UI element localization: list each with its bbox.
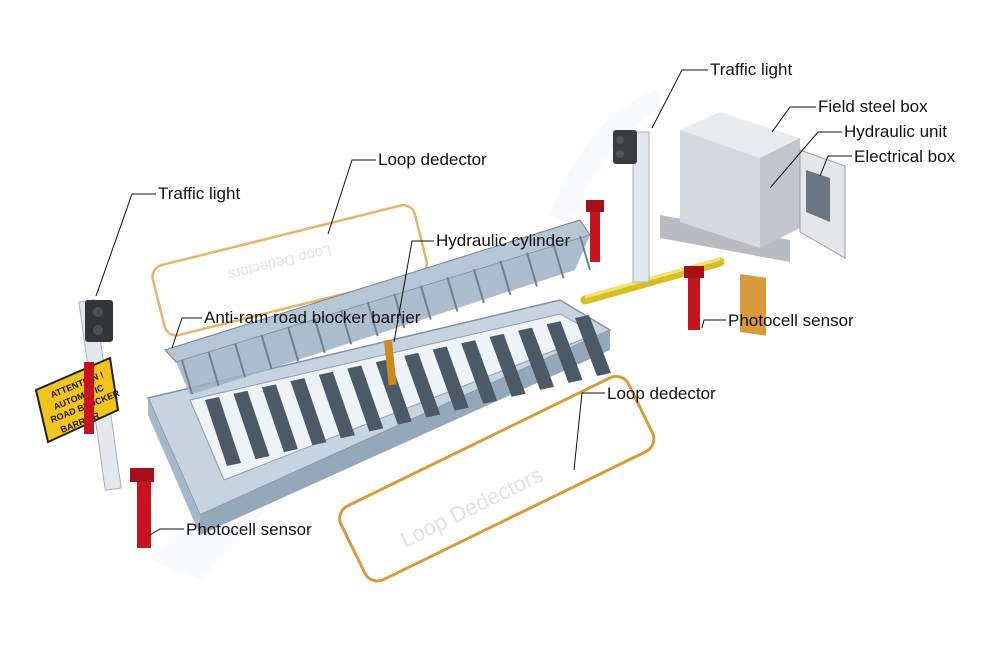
barrier-rib bbox=[181, 359, 193, 395]
electrical-box bbox=[806, 170, 830, 222]
attention-sign: ATTENTION ! AUTOMATIC ROAD BLOCKER BARRI… bbox=[34, 356, 121, 444]
loop-detector-top: Loop Dedectors bbox=[151, 203, 429, 337]
barrier-slat bbox=[205, 397, 241, 466]
field-steel-box bbox=[660, 112, 846, 336]
barrier-rib bbox=[552, 243, 565, 279]
barrier-slat bbox=[461, 340, 498, 404]
barrier-rib bbox=[207, 351, 220, 387]
barrier-rib bbox=[446, 277, 459, 312]
photocell-sensor-left-back bbox=[84, 362, 94, 434]
barrier-rib bbox=[234, 343, 247, 378]
label-field-steel-box: Field steel box bbox=[818, 97, 928, 116]
label-electrical-box: Electrical box bbox=[854, 147, 956, 166]
barrier-rib bbox=[499, 260, 512, 296]
barrier-slat bbox=[489, 333, 526, 397]
barrier-rib bbox=[313, 318, 326, 353]
label-photocell-left: Photocell sensor bbox=[186, 520, 312, 539]
barrier-slat bbox=[432, 346, 469, 411]
barrier-slat bbox=[546, 321, 583, 383]
barrier-rib bbox=[419, 285, 432, 320]
barrier-rib bbox=[287, 326, 300, 362]
leader-lines bbox=[95, 69, 852, 537]
barrier-frame bbox=[146, 299, 612, 535]
anti-ram-barrier-plate bbox=[164, 219, 591, 395]
barrier-slats bbox=[205, 315, 611, 466]
barrier-slat bbox=[347, 365, 384, 432]
photocell-sensor-top bbox=[586, 200, 604, 262]
label-loop-detector-bottom: Loop dedector bbox=[607, 384, 716, 403]
label-loop-detector-top: Loop dedector bbox=[378, 150, 487, 169]
barrier-slat bbox=[575, 315, 611, 376]
barrier-slat bbox=[375, 359, 412, 425]
barrier-rib bbox=[260, 334, 273, 370]
label-hydraulic-cylinder: Hydraulic cylinder bbox=[436, 231, 570, 250]
label-hydraulic-unit: Hydraulic unit bbox=[844, 122, 947, 141]
barrier-ribs bbox=[181, 235, 591, 395]
label-traffic-light-right: Traffic light bbox=[710, 60, 792, 79]
barrier-slat bbox=[261, 384, 298, 453]
label-traffic-light-left: Traffic light bbox=[158, 184, 240, 203]
barrier-slat bbox=[290, 378, 327, 446]
barrier-rib bbox=[579, 235, 591, 271]
hydraulic-cylinder bbox=[383, 339, 397, 386]
barrier-slat bbox=[233, 390, 270, 460]
label-photocell-right: Photocell sensor bbox=[728, 311, 854, 330]
traffic-light-right bbox=[613, 130, 650, 283]
photocell-sensor-right bbox=[684, 266, 704, 330]
barrier-rib bbox=[340, 310, 353, 345]
barrier-rib bbox=[366, 301, 379, 337]
barrier-rib bbox=[525, 252, 538, 287]
barrier-slat bbox=[518, 327, 555, 390]
barrier-slat bbox=[404, 352, 441, 418]
barrier-slat bbox=[318, 371, 355, 439]
label-barrier: Anti-ram road blocker barrier bbox=[204, 308, 421, 327]
barrier-rib bbox=[472, 268, 485, 304]
photocell-sensor-left bbox=[130, 468, 154, 548]
hydraulic-unit bbox=[740, 274, 766, 336]
